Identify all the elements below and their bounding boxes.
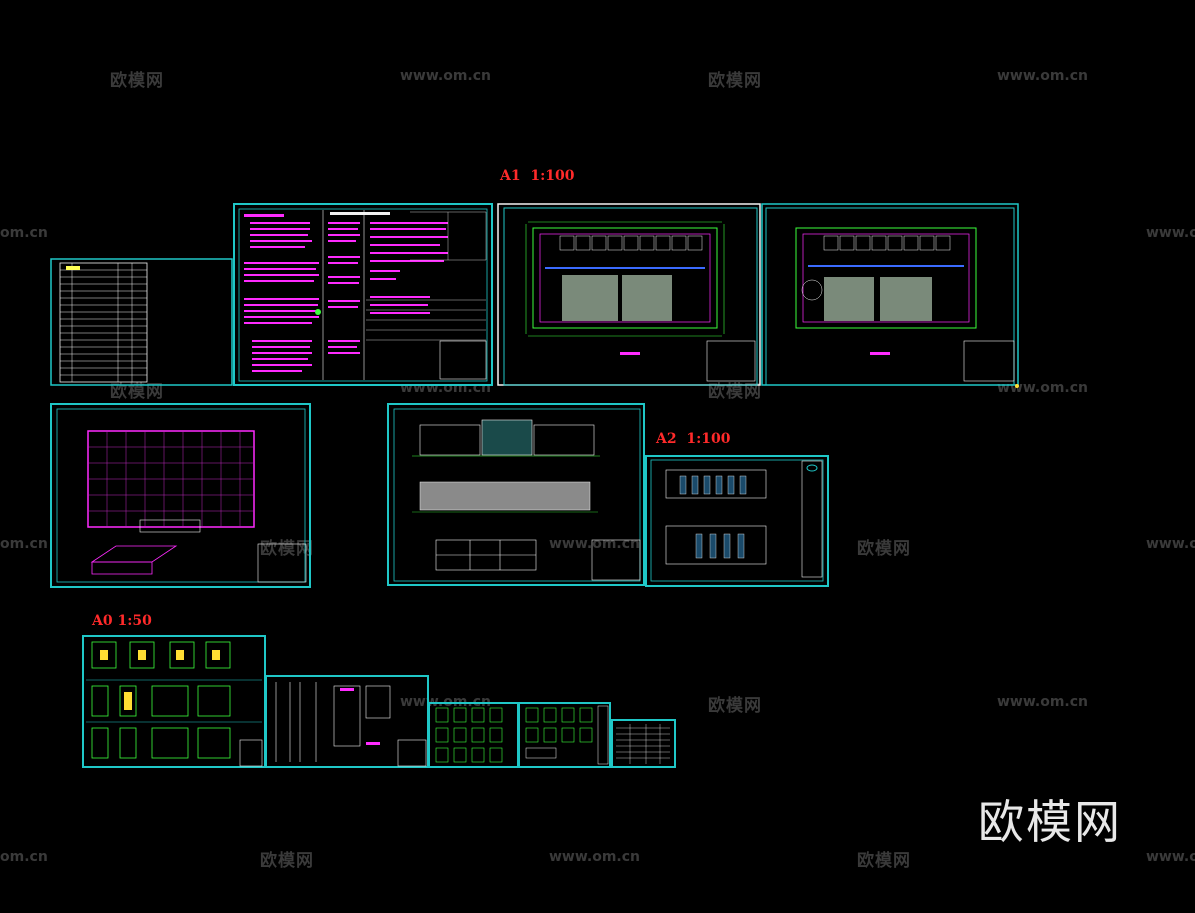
- drawing-list-table: [60, 263, 147, 382]
- scale-label-a0: A0 1:50: [92, 613, 152, 629]
- title-block: [591, 539, 641, 581]
- floor-plan-tables: [562, 275, 672, 321]
- watermark-brand: 欧模网: [857, 851, 911, 871]
- watermark-url: www.om.cn: [997, 694, 1089, 710]
- sheet-floor-plan-2[interactable]: [761, 203, 1019, 388]
- watermark-brand: 欧模网: [260, 851, 314, 871]
- sheet-drawing-list[interactable]: [50, 258, 233, 386]
- watermark-brand: 欧模网: [857, 539, 911, 559]
- floor-plan-rooms: [559, 235, 703, 251]
- elevation-front: [412, 419, 600, 457]
- title-block: [963, 340, 1015, 382]
- elevation-rear: [419, 481, 591, 511]
- watermark-url-partial: om.cn: [0, 225, 48, 241]
- watermark-url: www.om.cn: [1146, 849, 1195, 865]
- sheet-a0-schedule[interactable]: [611, 719, 676, 768]
- watermark-url: www.om.cn: [549, 849, 641, 865]
- sheet-a2-elevations[interactable]: [645, 455, 829, 587]
- title-block: [706, 340, 756, 382]
- watermark-brand: 欧模网: [708, 696, 762, 716]
- notes-header: [330, 212, 390, 215]
- sheet-a0-stair-details[interactable]: [82, 635, 266, 768]
- sheet-a0-wall-details[interactable]: [265, 675, 429, 768]
- sheet-elevations-sections[interactable]: [387, 403, 645, 586]
- watermark-brand: 欧模网: [110, 382, 164, 402]
- title-block: [439, 340, 487, 380]
- section: [435, 539, 537, 571]
- watermark-brand: 欧模网: [708, 71, 762, 91]
- title-block: [801, 460, 823, 578]
- title-block: [239, 739, 263, 767]
- title-block: [257, 543, 307, 583]
- watermark-url: www.om.cn: [997, 380, 1089, 396]
- title-block: [597, 705, 609, 765]
- watermark-url-partial: om.cn: [0, 536, 48, 552]
- scale-label-a2: A2 1:100: [656, 431, 731, 447]
- watermark-brand: 欧模网: [110, 71, 164, 91]
- sheet-a0-door-window-1[interactable]: [428, 702, 519, 768]
- sheet-a0-door-window-2[interactable]: [518, 702, 611, 768]
- watermark-url: www.om.cn: [400, 68, 492, 84]
- watermark-url: www.om.cn: [997, 68, 1089, 84]
- sheet-design-notes[interactable]: [233, 203, 493, 386]
- sheet-roof-plan[interactable]: [50, 403, 311, 588]
- notes-text-blocks: [244, 214, 448, 372]
- watermark-url-partial: om.cn: [0, 849, 48, 865]
- watermark-url: www.om.cn: [1146, 225, 1195, 241]
- title-block: [397, 739, 427, 767]
- scale-label-a1: A1 1:100: [500, 168, 575, 184]
- watermark-brand-large: 欧模网: [978, 795, 1122, 849]
- sheet-floor-plan-1[interactable]: [497, 203, 761, 386]
- watermark-url: www.om.cn: [1146, 536, 1195, 552]
- watermark-brand: 欧模网: [708, 382, 762, 402]
